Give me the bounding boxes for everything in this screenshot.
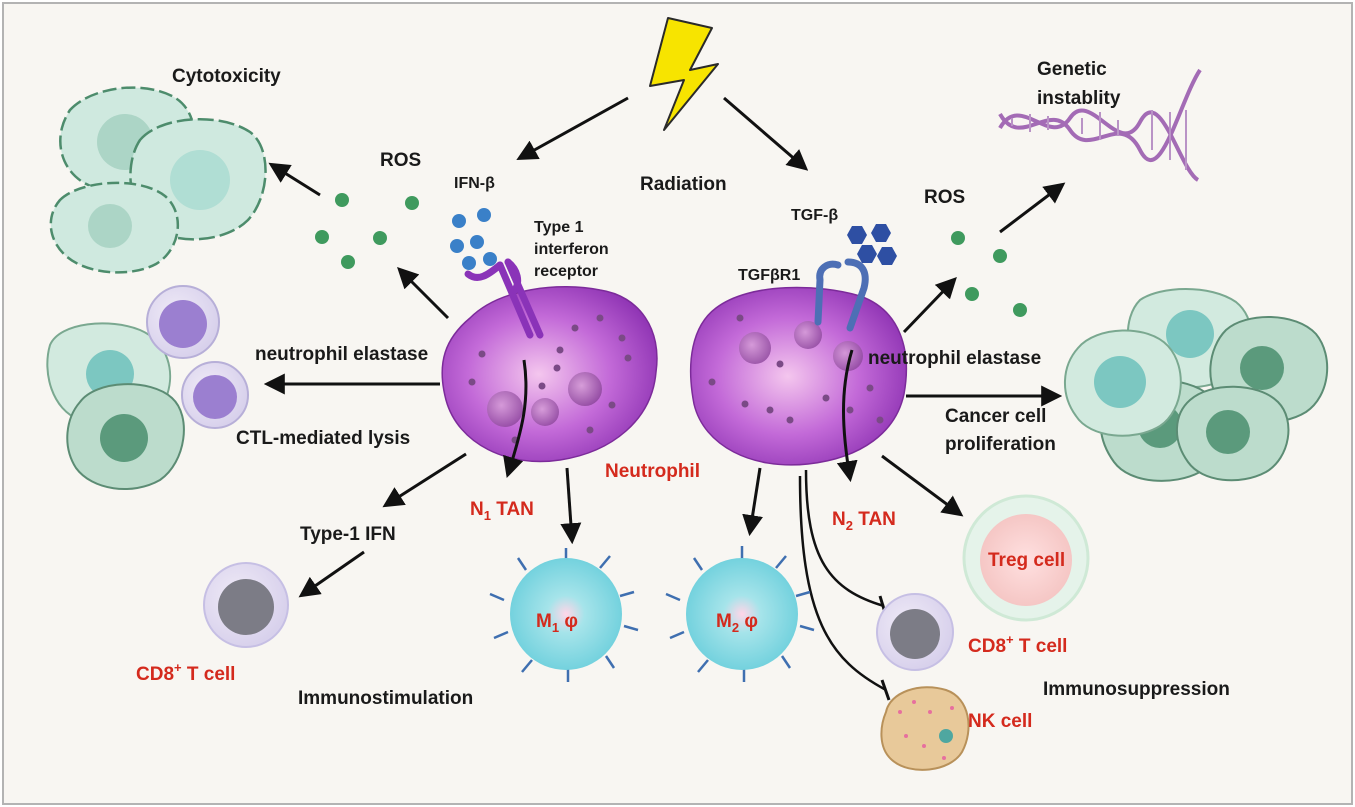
n1-tan-label: N1 TAN bbox=[470, 499, 534, 523]
ifn-beta-label: IFN-β bbox=[454, 175, 495, 192]
nk-cell bbox=[880, 686, 970, 771]
arrow-ros-to-cytotoxicity bbox=[268, 162, 321, 197]
arrow-ros-to-genetic bbox=[999, 182, 1066, 234]
tgf-beta-label: TGF-β bbox=[791, 207, 838, 224]
receptor-label-line3: receptor bbox=[534, 263, 598, 280]
ros-dots-left bbox=[315, 193, 419, 269]
receptor-label-line2: interferon bbox=[534, 241, 609, 258]
ctl-label: CTL-mediated lysis bbox=[236, 428, 410, 449]
ros-dots-right bbox=[951, 231, 1027, 317]
elastase-right-label: neutrophil elastase bbox=[868, 348, 1041, 369]
ros-right-label: ROS bbox=[924, 187, 965, 208]
proliferation-label-line1: Cancer cell bbox=[945, 406, 1046, 427]
treg-cell bbox=[962, 494, 1090, 622]
m1-macrophage bbox=[489, 548, 639, 682]
arrow-n2-to-treg bbox=[881, 454, 964, 517]
arrow-n2-to-ros bbox=[902, 276, 957, 334]
nk-label: NK cell bbox=[968, 711, 1032, 732]
tgf-beta-molecules bbox=[847, 224, 897, 265]
cd8-left-label: CD8+ T cell bbox=[136, 660, 235, 685]
arrow-n2-polarization bbox=[836, 349, 858, 483]
tumor-cells-left bbox=[46, 322, 185, 491]
arrow-n1-polarization bbox=[503, 359, 528, 479]
arrow-n1-to-ros bbox=[397, 267, 450, 320]
tgfbr1-receptor-icon bbox=[814, 258, 869, 332]
neutrophil-n2 bbox=[689, 286, 908, 466]
cd8-right-label: CD8+ T cell bbox=[968, 632, 1067, 657]
m2-label: M2 φ bbox=[716, 611, 758, 635]
receptor-label-line1: Type 1 bbox=[534, 219, 584, 236]
m1-label: M1 φ bbox=[536, 611, 578, 635]
elastase-left-label: neutrophil elastase bbox=[255, 344, 428, 365]
lightning-icon bbox=[649, 17, 719, 131]
dna-icon bbox=[998, 68, 1202, 182]
ctl-cells bbox=[146, 285, 249, 429]
cytotoxicity-label: Cytotoxicity bbox=[172, 66, 281, 87]
proliferation-label-line2: proliferation bbox=[945, 434, 1056, 455]
arrow-ifn-to-cd8 bbox=[298, 550, 365, 598]
treg-label: Treg cell bbox=[988, 550, 1065, 571]
arrow-n1-to-m1 bbox=[560, 467, 582, 545]
arrow-radiation-to-n2 bbox=[723, 96, 809, 171]
immunostimulation-label: Immunostimulation bbox=[298, 688, 473, 709]
ifn-beta-molecules bbox=[450, 208, 497, 270]
neutrophil-label: Neutrophil bbox=[605, 461, 700, 482]
arrow-radiation-to-n1 bbox=[516, 96, 629, 161]
m2-macrophage bbox=[665, 546, 815, 682]
genetic-label-line2: instablity bbox=[1037, 88, 1121, 109]
cd8-t-cell-left bbox=[203, 562, 289, 648]
cd8-t-cell-right bbox=[876, 593, 954, 671]
n2-tan-label: N2 TAN bbox=[832, 509, 896, 533]
genetic-label-line1: Genetic bbox=[1037, 59, 1107, 80]
type1-ifn-label: Type-1 IFN bbox=[300, 524, 396, 545]
tgfbr1-label: TGFβR1 bbox=[738, 267, 800, 284]
inhibit-n2-cd8 bbox=[804, 469, 885, 608]
tumor-cells-right bbox=[1063, 288, 1329, 482]
radiation-label: Radiation bbox=[640, 174, 727, 195]
type1-interferon-receptor-icon bbox=[464, 258, 544, 339]
arrow-n2-to-m2 bbox=[742, 467, 763, 537]
inhibit-bar-nk bbox=[880, 679, 891, 701]
damaged-tumor-cells bbox=[49, 86, 267, 274]
arrow-n1-type1-ifn bbox=[382, 452, 467, 508]
inhibit-n2-nk bbox=[798, 475, 887, 692]
immunosuppression-label: Immunosuppression bbox=[1043, 679, 1230, 700]
ros-left-label: ROS bbox=[380, 150, 421, 171]
neutrophil-n1 bbox=[441, 286, 658, 463]
